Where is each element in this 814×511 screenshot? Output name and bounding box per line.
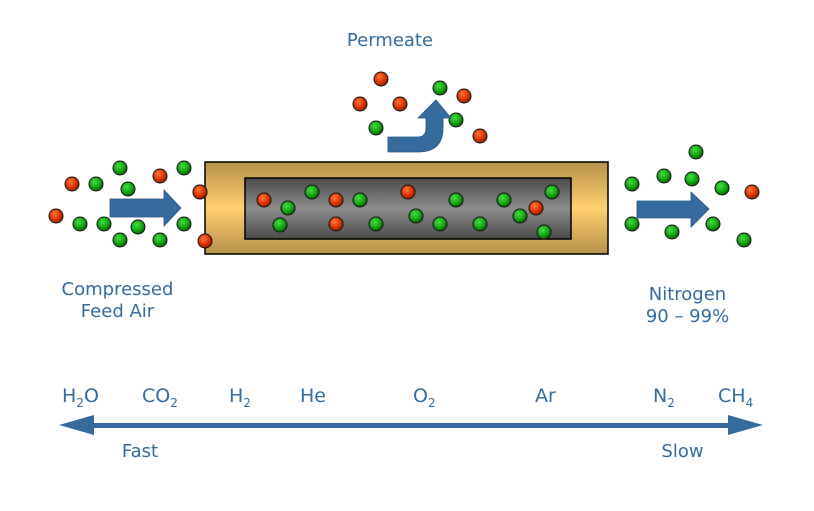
oxygen-molecule [373,71,389,87]
gas-formula-base: O [413,385,428,407]
nitrogen-molecule [656,168,672,184]
feed-label: Compressed Feed Air [40,279,195,323]
oxygen-molecule [472,128,488,144]
fiber-molecules [256,184,560,240]
nitrogen-molecule [736,232,752,248]
feed-molecules [48,160,213,249]
oxygen-molecule [64,176,80,192]
product-label: Nitrogen 90 – 99% [630,284,745,328]
nitrogen-molecule [714,180,730,196]
oxygen-molecule [152,168,168,184]
gas-label: H2 [229,385,251,410]
nitrogen-molecule [512,208,528,224]
nitrogen-molecule [536,224,552,240]
gas-formula-base: CO [142,385,171,407]
product-molecules [624,144,760,248]
oxygen-molecule [197,233,213,249]
nitrogen-molecule [624,176,640,192]
gas-label: CO2 [142,385,178,410]
gas-label: N2 [653,385,675,410]
gas-formula-subscript: 2 [170,396,178,410]
nitrogen-molecule [688,144,704,160]
gas-formula-base: H [62,385,77,407]
gas-label: H2O [62,385,99,410]
nitrogen-molecule [112,232,128,248]
oxygen-molecule [352,96,368,112]
gas-label: Ar [535,385,556,407]
gas-label: O2 [413,385,436,410]
permeate-label: Permeate [346,30,434,51]
nitrogen-molecule [130,219,146,235]
gas-formula-subscript: 4 [745,396,754,410]
nitrogen-molecule [72,216,88,232]
feed-label-line2: Feed Air [80,301,155,322]
oxygen-molecule [256,192,272,208]
nitrogen-molecule [472,216,488,232]
nitrogen-molecule [152,232,168,248]
gas-formula-base: Ar [535,385,556,407]
permeate-arrow-icon [387,99,452,153]
permeate-molecules [352,71,488,144]
product-label-line2: 90 – 99% [645,306,730,327]
speed-scale-arrow [59,415,763,435]
feed-arrow-icon [109,188,182,228]
nitrogen-molecule [448,112,464,128]
nitrogen-molecule [96,216,112,232]
gas-formula-subscript: 2 [243,396,251,410]
nitrogen-molecule [120,181,136,197]
nitrogen-molecule [368,216,384,232]
nitrogen-molecule [352,192,368,208]
gas-formula-subscript: 2 [667,396,675,410]
oxygen-molecule [192,184,208,200]
nitrogen-molecule [280,200,296,216]
gas-label: CH4 [718,385,753,410]
nitrogen-molecule [304,184,320,200]
gas-formula-base: H [229,385,244,407]
nitrogen-molecule [176,160,192,176]
oxygen-molecule [48,208,64,224]
fast-arrowhead-icon [59,415,94,435]
fast-label: Fast [121,441,159,462]
nitrogen-molecule [496,192,512,208]
product-label-line1: Nitrogen [648,284,727,305]
oxygen-molecule [744,184,760,200]
oxygen-molecule [528,200,544,216]
nitrogen-molecule [432,216,448,232]
oxygen-molecule [328,192,344,208]
nitrogen-molecule [624,216,640,232]
gas-label: He [300,385,326,407]
gas-formula-subscript: 2 [76,396,84,410]
nitrogen-molecule [544,184,560,200]
oxygen-molecule [328,216,344,232]
nitrogen-molecule [432,80,448,96]
slow-label: Slow [661,441,704,462]
feed-label-line1: Compressed [61,279,174,300]
nitrogen-molecule [684,171,700,187]
nitrogen-molecule [368,120,384,136]
product-arrow-icon [636,191,710,228]
nitrogen-molecule [664,224,680,240]
nitrogen-molecule [705,216,721,232]
gas-formula-base: He [300,385,326,407]
nitrogen-molecule [176,216,192,232]
nitrogen-molecule [88,176,104,192]
oxygen-molecule [392,96,408,112]
gas-formula-base: CH [718,385,746,407]
nitrogen-molecule [272,217,288,233]
gas-formula-rest: O [83,385,99,407]
nitrogen-molecule [408,208,424,224]
gas-formula-base: N [653,385,668,407]
oxygen-molecule [400,184,416,200]
gas-formula-subscript: 2 [427,396,436,410]
slow-arrowhead-icon [728,415,763,435]
nitrogen-molecule [112,160,128,176]
oxygen-molecule [456,88,472,104]
nitrogen-molecule [448,192,464,208]
